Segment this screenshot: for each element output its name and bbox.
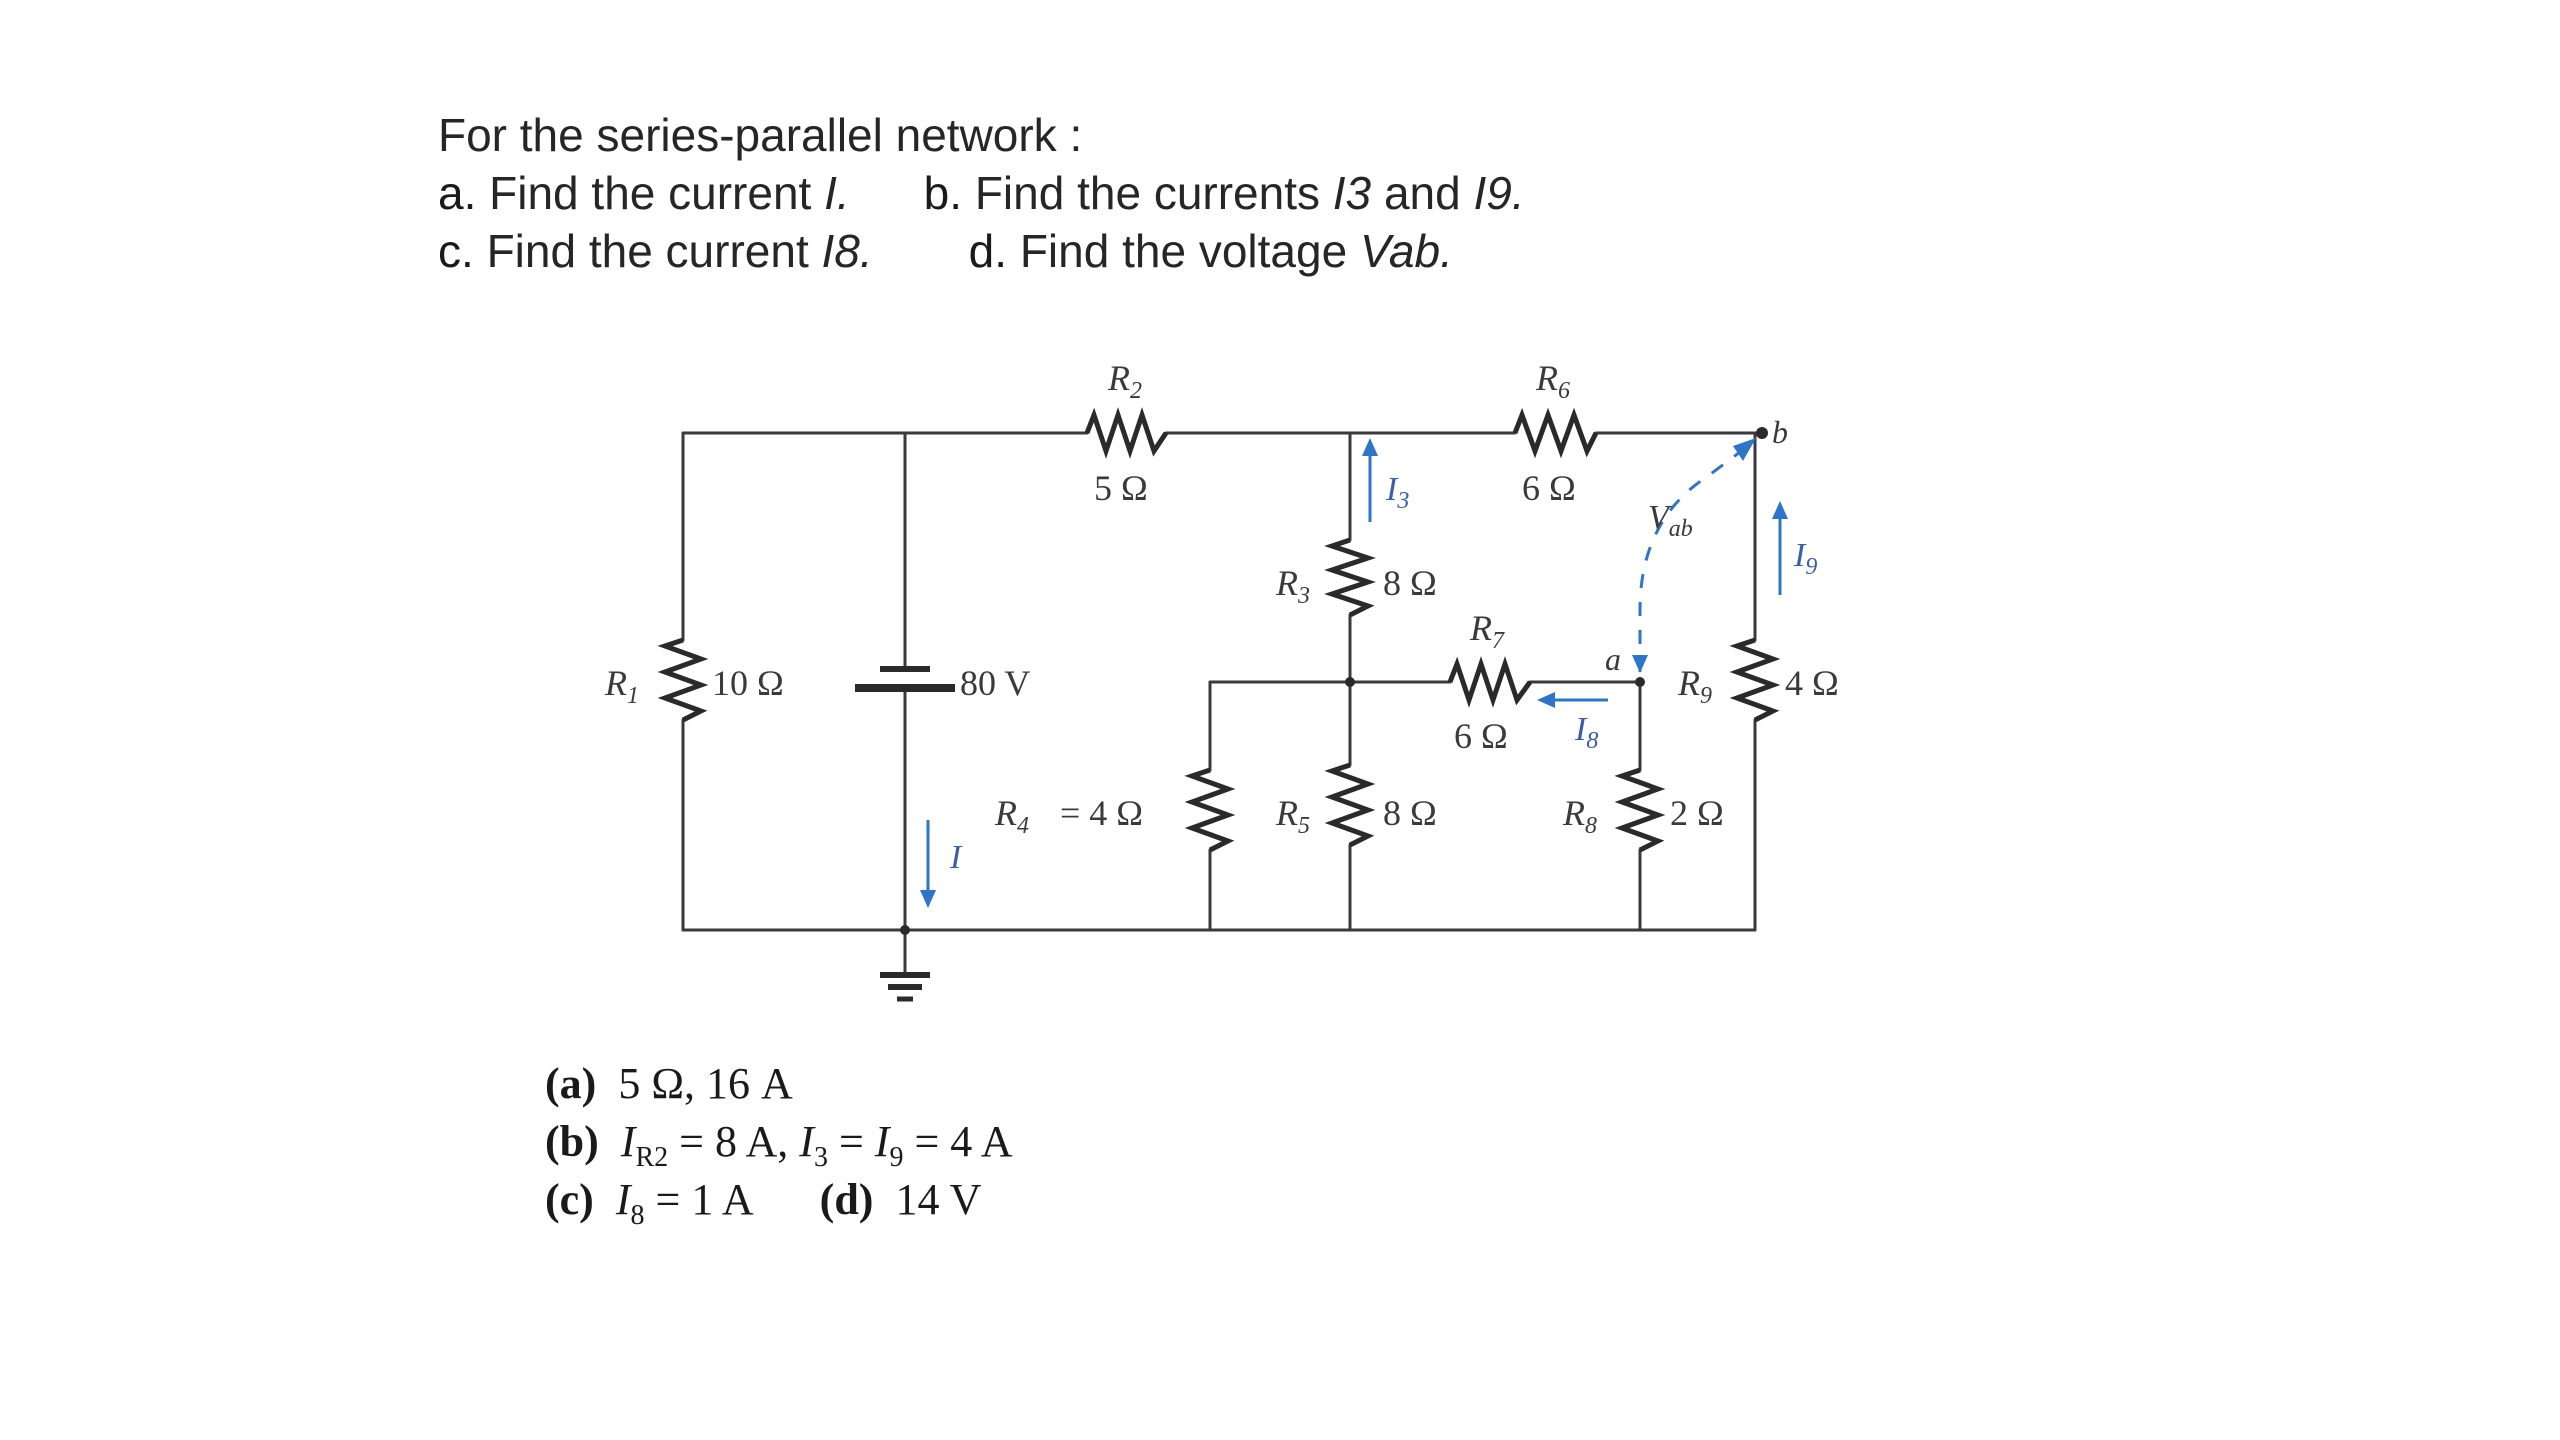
answer-b-i9-subscript: 9 <box>889 1142 904 1173</box>
resistor-r7 <box>1447 656 1533 708</box>
answer-c-subscript: 8 <box>630 1200 645 1231</box>
battery-80v <box>855 666 955 692</box>
part-a-text: Find the current <box>489 167 812 219</box>
r8-name: R8 <box>1562 793 1597 839</box>
node-a-dot <box>1635 677 1645 687</box>
answer-b-text-1: = 8 A, <box>668 1117 800 1166</box>
answer-d-text: 14 V <box>895 1175 982 1224</box>
part-d-text: Find the voltage <box>1019 225 1348 277</box>
r6-name: R6 <box>1535 358 1570 404</box>
resistor-r6 <box>1512 407 1599 459</box>
r5-name: R5 <box>1275 793 1310 839</box>
part-c-text: Find the current <box>486 225 809 277</box>
resistor-r9 <box>1729 637 1781 723</box>
answer-b-equals: = <box>827 1117 875 1166</box>
node-b-dot <box>1756 427 1768 439</box>
part-d-variable: Vab. <box>1359 225 1453 277</box>
part-b-and: and <box>1383 167 1461 219</box>
r7-name: R7 <box>1469 608 1505 654</box>
question-intro-text: For the series-parallel network : <box>438 109 1083 161</box>
current-i9-label: I9 <box>1793 537 1817 580</box>
part-b-text: Find the currents <box>974 167 1320 219</box>
answer-b-current: I <box>620 1117 636 1166</box>
answer-a-text: 5 Ω, 16 A <box>618 1059 793 1108</box>
question-intro: For the series-parallel network : <box>438 112 1082 158</box>
circuit-wires <box>681 431 1764 977</box>
node-a-label: a <box>1605 641 1621 677</box>
resistor-r1 <box>657 637 709 723</box>
resistor-r5 <box>1324 762 1376 848</box>
arrow-i9-up <box>1772 501 1788 595</box>
resistor-r3 <box>1324 537 1376 618</box>
junction-ground <box>900 925 910 935</box>
current-i3-label: I3 <box>1385 471 1409 514</box>
answer-c-tag: (c) <box>545 1175 594 1224</box>
answer-b-i3-subscript: 3 <box>813 1142 828 1173</box>
answer-d-tag: (d) <box>819 1175 874 1224</box>
r3-name: R3 <box>1275 563 1310 609</box>
battery-value: 80 V <box>960 663 1030 703</box>
resistor-r8 <box>1614 767 1666 853</box>
part-a-variable: I. <box>824 167 850 219</box>
r4-name: R4 <box>994 793 1029 839</box>
r4-value: = 4 Ω <box>1060 793 1143 833</box>
part-a-letter: a. <box>438 167 477 219</box>
r3-value: 8 Ω <box>1383 563 1437 603</box>
r2-name: R2 <box>1107 358 1142 404</box>
part-b-variable-2: I9. <box>1473 167 1525 219</box>
arrow-i3-up <box>1362 438 1378 522</box>
current-arrows <box>920 438 1788 908</box>
answer-b-i3: I <box>799 1117 814 1166</box>
current-labels: I I3 I8 I9 <box>949 471 1817 876</box>
resistor-r2 <box>1084 407 1169 459</box>
answer-c-current: I <box>615 1175 631 1224</box>
answer-a-tag: (a) <box>545 1059 597 1108</box>
answer-b-i9: I <box>874 1117 890 1166</box>
ground-icon <box>880 972 930 1002</box>
component-labels: R2 5 Ω R6 6 Ω R1 10 Ω 80 V R3 8 Ω R7 6 Ω… <box>604 358 1839 839</box>
part-c-letter: c. <box>438 225 474 277</box>
wire-r4-top <box>1208 680 1352 772</box>
junction-r3-r4-r5 <box>1345 677 1355 687</box>
r8-value: 2 Ω <box>1670 793 1724 833</box>
current-i8-label: I8 <box>1574 711 1598 754</box>
resistors <box>657 407 1781 853</box>
vab-label: Vab <box>1648 499 1693 542</box>
r7-value: 6 Ω <box>1454 716 1508 756</box>
answer-b-subscript: R2 <box>635 1142 669 1173</box>
r1-value: 10 Ω <box>712 663 784 703</box>
resistor-r4 <box>1184 767 1236 853</box>
r9-name: R9 <box>1677 663 1712 709</box>
r1-name: R1 <box>604 663 639 709</box>
answer-c-text: = 1 A <box>644 1175 754 1224</box>
question-line-cd: c. Find the current I8. d. Find the volta… <box>438 228 1453 274</box>
r2-value: 5 Ω <box>1094 468 1148 508</box>
answer-a: (a) 5 Ω, 16 A <box>545 1062 793 1106</box>
answer-b-tag: (b) <box>545 1117 599 1166</box>
r9-value: 4 Ω <box>1785 663 1839 703</box>
part-b-variable-1: I3 <box>1332 167 1372 219</box>
answer-cd: (c) I8 = 1 A (d) 14 V <box>545 1178 981 1230</box>
answer-b: (b) IR2 = 8 A, I3 = I9 = 4 A <box>545 1120 1013 1172</box>
current-i-label: I <box>949 839 963 876</box>
question-line-ab: a. Find the current I. b. Find the curren… <box>438 170 1525 216</box>
junction-dots <box>900 427 1768 935</box>
node-b-label: b <box>1772 414 1788 450</box>
r5-value: 8 Ω <box>1383 793 1437 833</box>
arrow-vab <box>1632 438 1756 673</box>
answer-b-text-2: = 4 A <box>903 1117 1013 1166</box>
part-d-letter: d. <box>968 225 1008 277</box>
arrow-i-down <box>920 820 936 908</box>
r6-value: 6 Ω <box>1522 468 1576 508</box>
part-c-variable: I8. <box>821 225 873 277</box>
arrow-i8-left <box>1537 692 1608 708</box>
part-b-letter: b. <box>923 167 963 219</box>
